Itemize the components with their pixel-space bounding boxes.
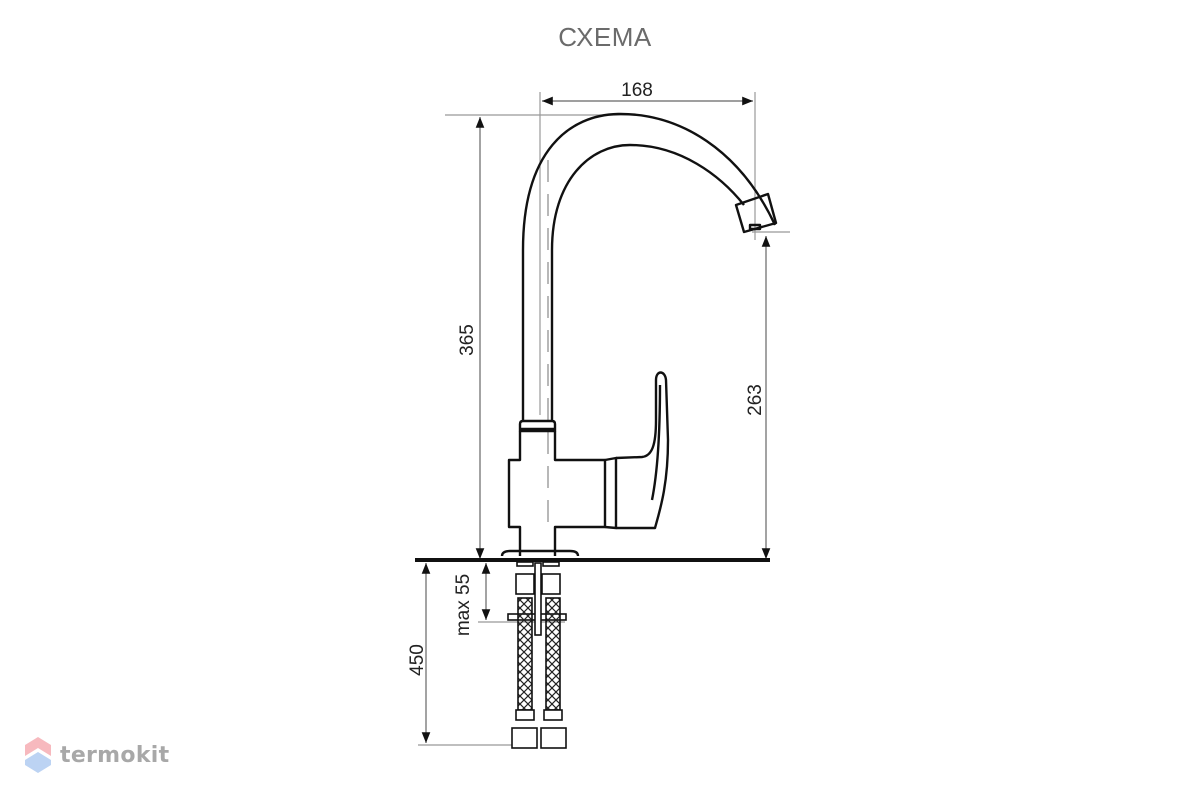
brand-logo: termokit [24, 736, 169, 774]
dim-total-height: 365 [457, 324, 478, 356]
extension-lines [418, 92, 790, 746]
dim-hose-length: 450 [407, 644, 428, 676]
page-title: СХЕМА [558, 22, 652, 52]
dim-spout-height: 263 [745, 384, 766, 416]
logo-text: termokit [60, 742, 170, 768]
faucet-body [500, 112, 778, 557]
dim-spout-reach: 168 [621, 80, 653, 101]
hoses [507, 561, 567, 749]
dim-max-countertop: max 55 [453, 574, 474, 636]
dimension-lines [421, 96, 771, 743]
hexagon-logo-icon [25, 737, 51, 773]
